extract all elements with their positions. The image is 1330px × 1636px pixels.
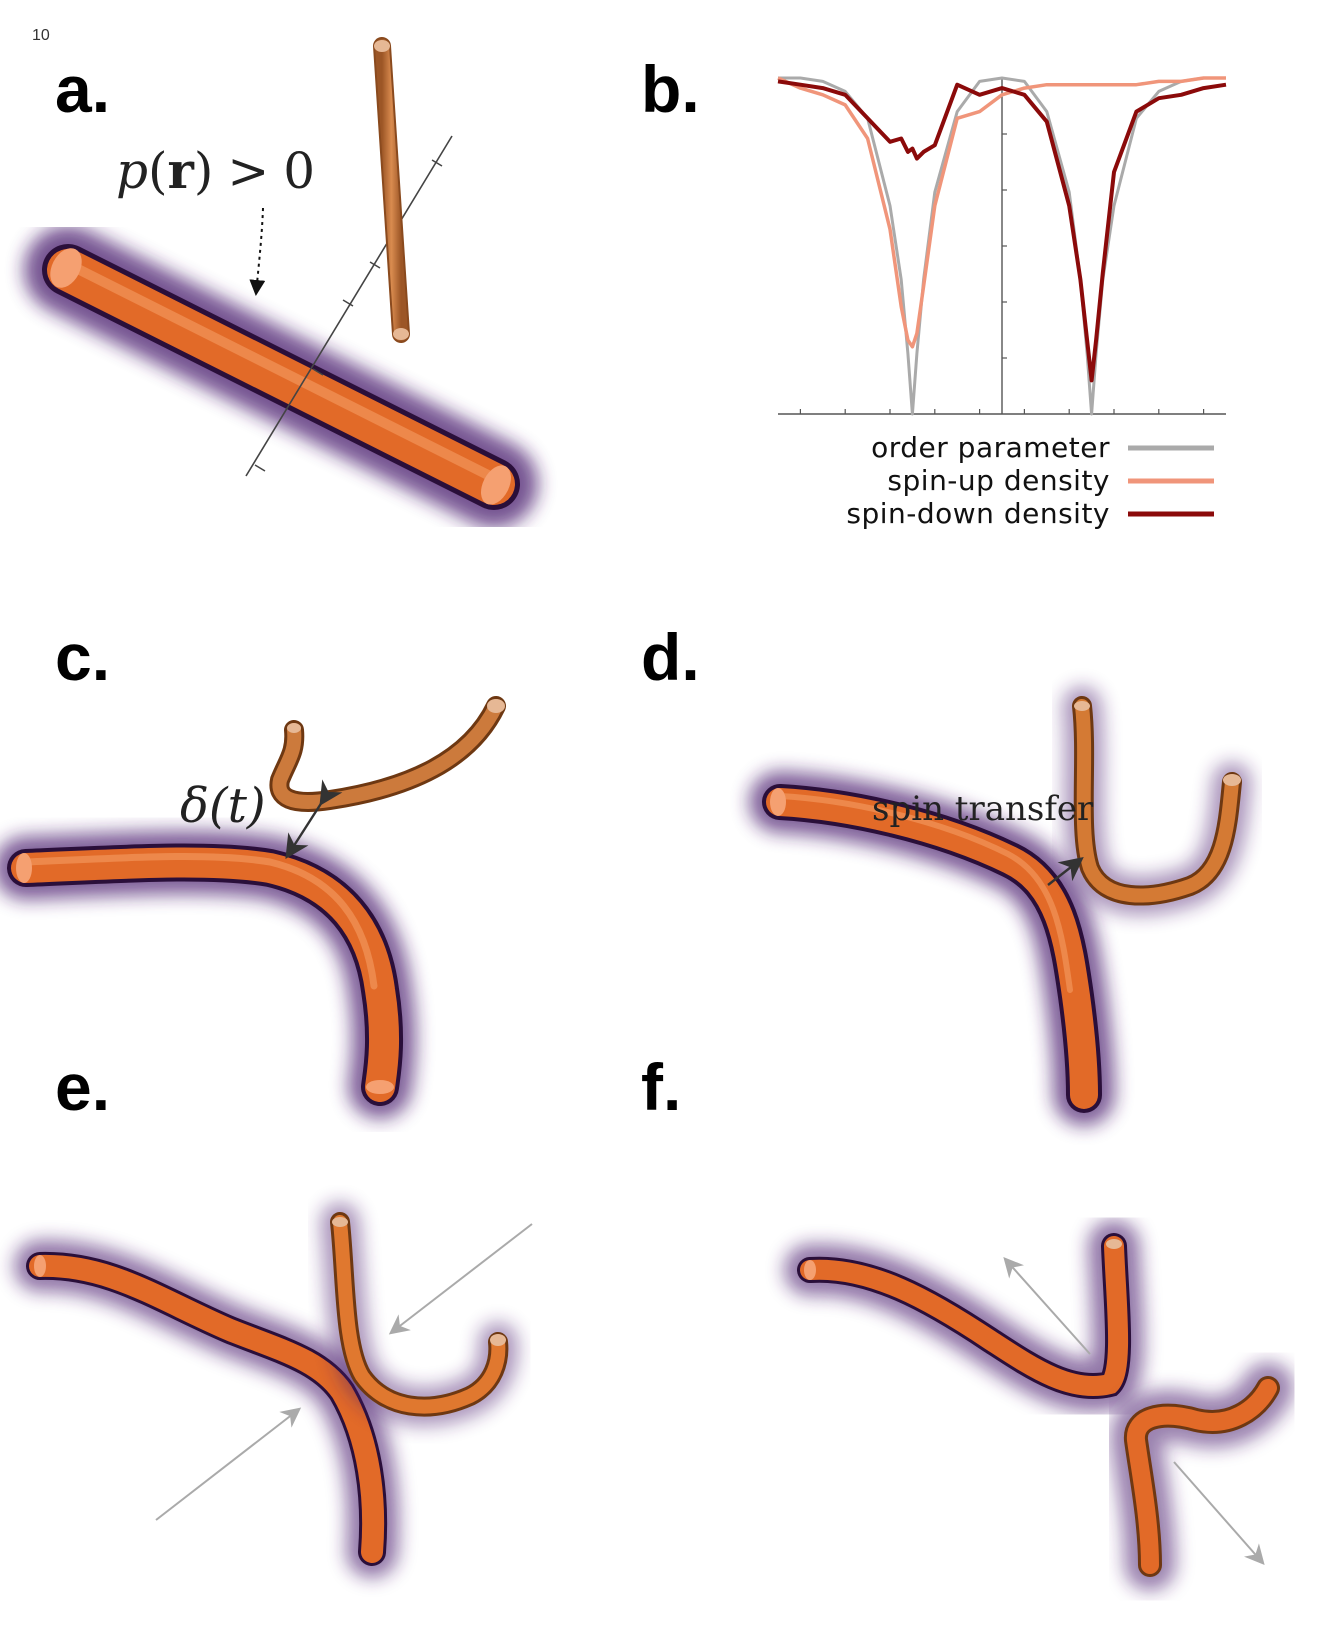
panel-c-label: c. [55, 620, 110, 694]
chart-axes [778, 78, 1226, 414]
panel-a: a. p(r)>0 [44, 40, 517, 510]
legend-label-order-parameter: order parameter [871, 431, 1110, 464]
vortex-bent-thin [279, 699, 505, 802]
approach-arrow-lower [156, 1410, 298, 1520]
annotation-spin-transfer: spin transfer [872, 789, 1094, 829]
panel-f: f. [641, 1050, 1268, 1565]
vortex-f-lower [1136, 1388, 1268, 1565]
vortex-tube-thick [44, 243, 517, 510]
approach-arrow-upper [392, 1224, 532, 1332]
panel-d: d. spin transfer [641, 620, 1241, 1095]
panel-f-label: f. [641, 1050, 681, 1124]
panel-e: e. [34, 1050, 532, 1552]
separation-arrow-lower [1174, 1462, 1262, 1562]
annotation-p-positive: p(r)>0 [116, 141, 315, 200]
panel-b-label: b. [641, 52, 700, 126]
vortex-tube-thin [374, 40, 409, 340]
panel-e-label: e. [55, 1050, 110, 1124]
vortex-d-thick [770, 788, 1084, 1095]
annotation-delta-t: δ(t) [180, 778, 266, 834]
panel-c: c. δ(t) [16, 620, 505, 1094]
panel-d-label: d. [641, 620, 700, 694]
panel-a-label: a. [55, 52, 110, 126]
page-number: 10 [32, 27, 50, 44]
annotation-arrow-dotted [256, 208, 263, 294]
vortex-d-thin [1074, 701, 1241, 896]
legend-label-spin-up-density: spin-up density [887, 464, 1110, 497]
legend-label-spin-down-density: spin-down density [846, 497, 1110, 530]
vortex-f-upper [804, 1239, 1122, 1386]
vortex-e-long [34, 1255, 373, 1552]
